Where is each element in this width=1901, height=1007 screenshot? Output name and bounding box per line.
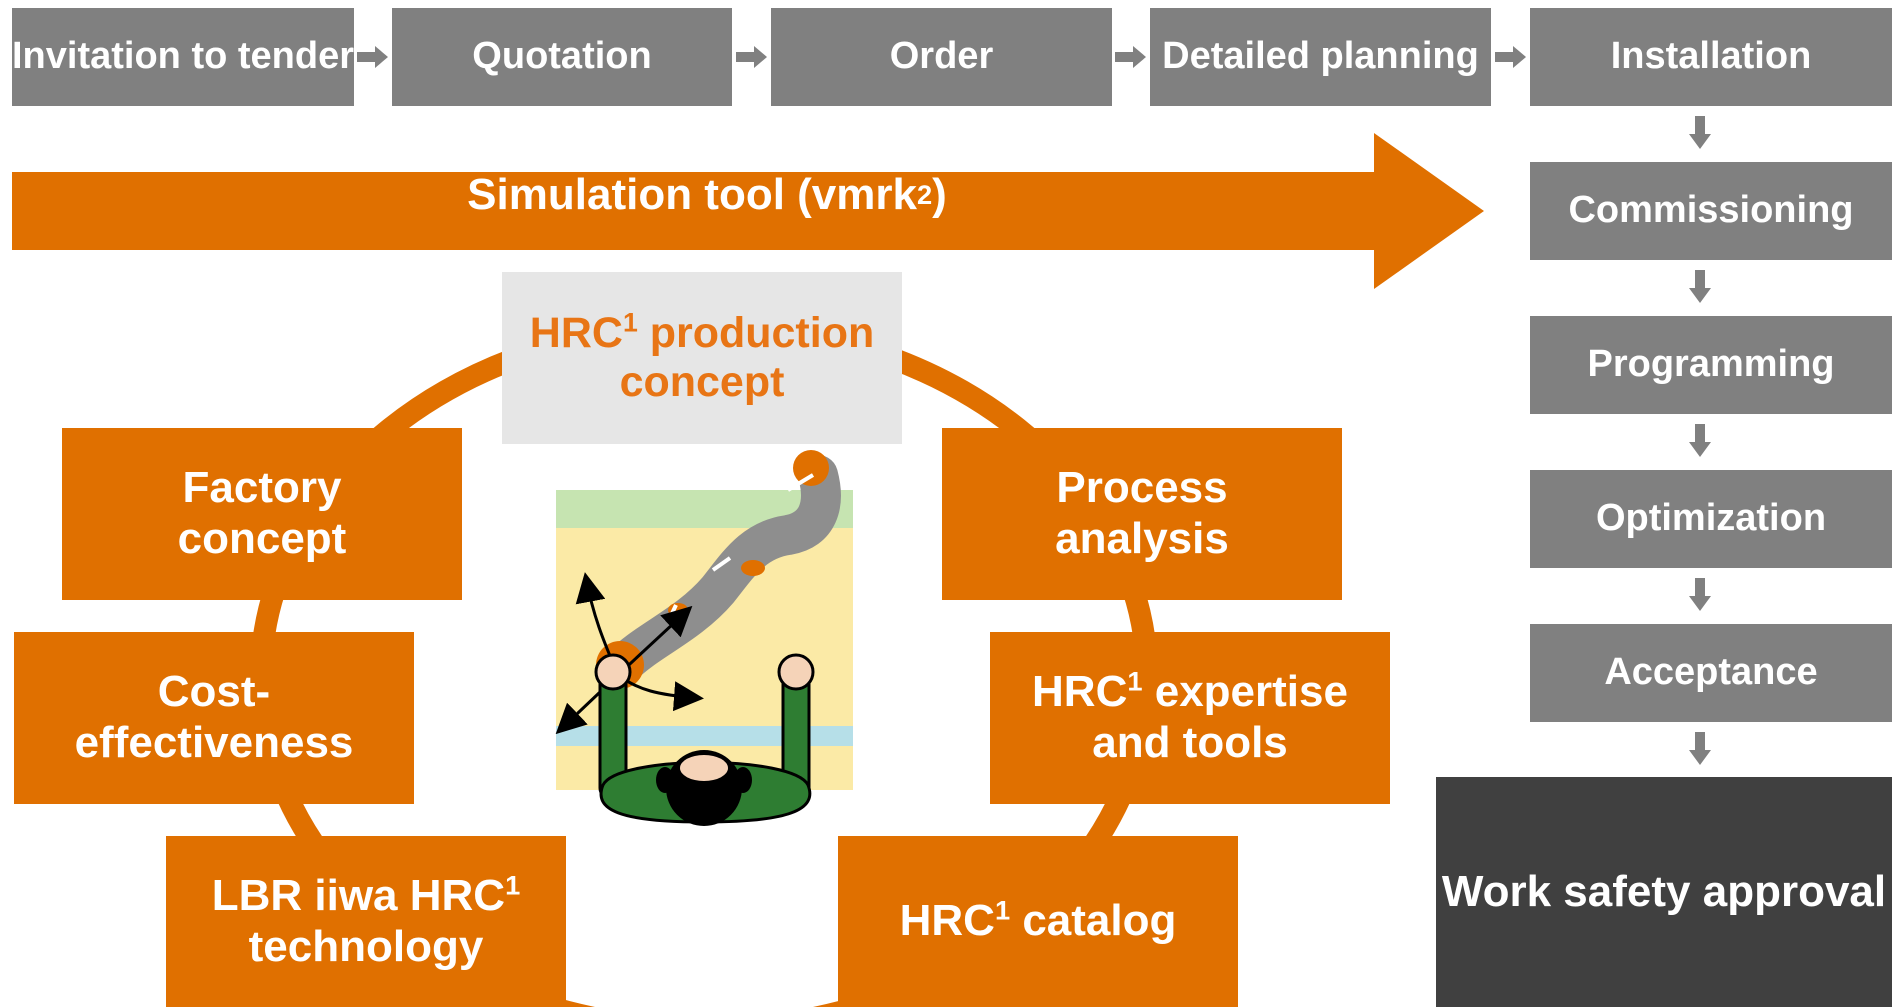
arrow-down-icon: [1688, 424, 1712, 458]
step-work-safety-approval: Work safety approval: [1436, 777, 1892, 1007]
arrow-right-icon: [1115, 45, 1147, 69]
blue-zone: [556, 726, 853, 746]
lbr-iiwa-technology-box: LBR iiwa HRC1 technology: [166, 836, 566, 1007]
arrow-right-icon: [357, 45, 389, 69]
arrow-down-icon: [1688, 578, 1712, 612]
process-analysis-box: Process analysis: [942, 428, 1342, 600]
arrow-right-icon: [736, 45, 768, 69]
step-optimization: Optimization: [1530, 470, 1892, 568]
step-invitation-to-tender: Invitation to tender: [12, 8, 354, 106]
factory-concept-box: Factory concept: [62, 428, 462, 600]
hrc-catalog-box: HRC1 catalog: [838, 836, 1238, 1007]
arrow-down-icon: [1688, 270, 1712, 304]
step-detailed-planning: Detailed planning: [1150, 8, 1491, 106]
worker-figure: [594, 653, 815, 826]
step-quotation: Quotation: [392, 8, 732, 106]
cost-effectiveness-box: Cost-effectiveness: [14, 632, 414, 804]
hrc-production-concept: HRC1 production concept: [502, 272, 902, 444]
arrow-down-icon: [1688, 116, 1712, 150]
step-order: Order: [771, 8, 1112, 106]
arrow-right-icon: [1495, 45, 1527, 69]
arrow-down-icon: [1688, 732, 1712, 766]
robot-worker-illustration: [555, 450, 853, 826]
hrc-expertise-tools-box: HRC1 expertise and tools: [990, 632, 1390, 804]
step-programming: Programming: [1530, 316, 1892, 414]
step-installation: Installation: [1530, 8, 1892, 106]
step-commissioning: Commissioning: [1530, 162, 1892, 260]
step-acceptance: Acceptance: [1530, 624, 1892, 722]
